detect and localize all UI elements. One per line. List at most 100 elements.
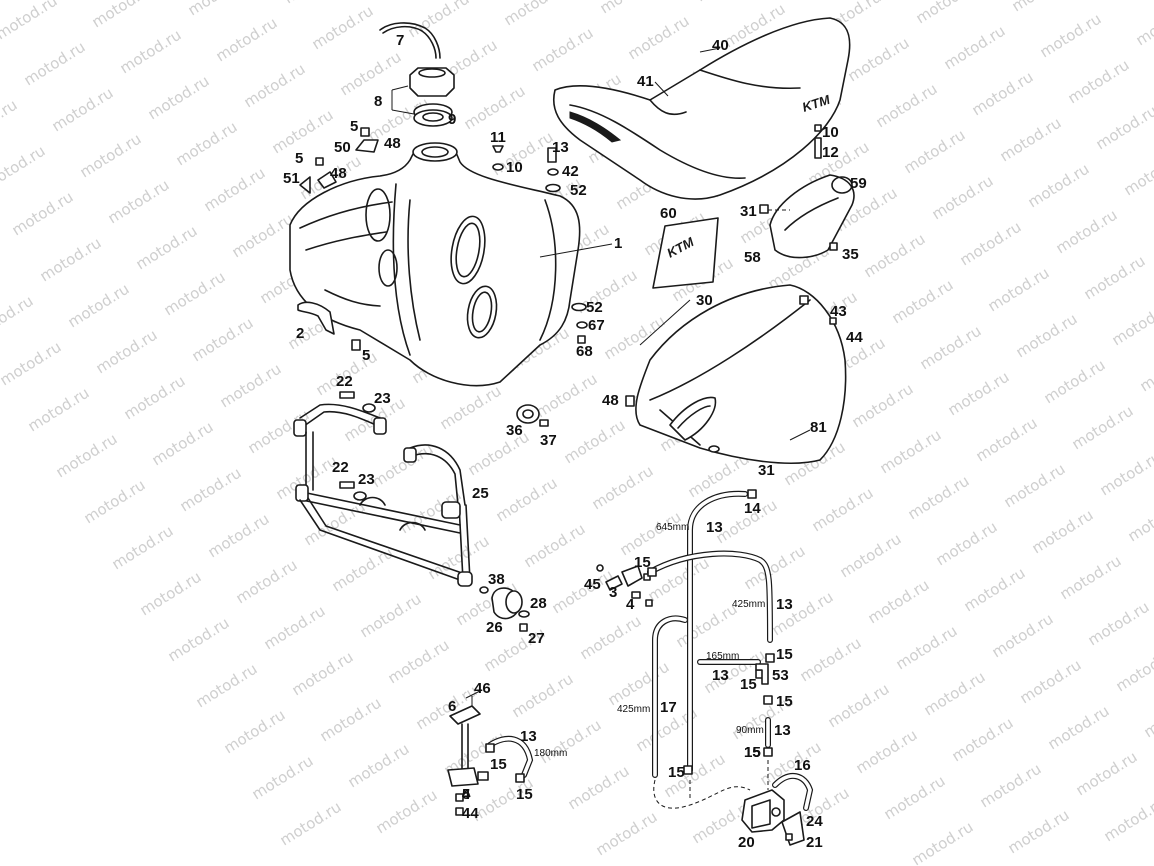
callout-label: 14 — [744, 500, 761, 517]
watermark-text: motod.ru — [917, 322, 985, 374]
watermark-text: motod.ru — [945, 368, 1013, 420]
rubber-mount-26 — [479, 586, 530, 632]
rubber-mount-36 — [516, 404, 549, 427]
petcock — [447, 705, 489, 816]
watermark-text: motod.ru — [809, 484, 877, 536]
watermark-text: motod.ru — [985, 264, 1053, 316]
watermark-text: motod.ru — [977, 760, 1045, 812]
watermark-text: motod.ru — [561, 416, 629, 468]
callout-label: 51 — [283, 170, 300, 187]
watermark-text: motod.ru — [373, 786, 441, 838]
watermark-text: motod.ru — [1137, 344, 1154, 396]
watermark-text: motod.ru — [1113, 644, 1154, 696]
callout-label: 5 — [462, 786, 470, 803]
watermark-text: motod.ru — [221, 706, 289, 758]
callout-label: 44 — [462, 805, 479, 822]
watermark-text: motod.ru — [493, 474, 561, 526]
callout-label: 30 — [696, 292, 713, 309]
watermark-text: motod.ru — [797, 634, 865, 686]
watermark-text: motod.ru — [105, 176, 173, 228]
watermark-text: motod.ru — [693, 0, 761, 5]
watermark-text: motod.ru — [133, 222, 201, 274]
watermark-text: motod.ru — [861, 230, 929, 282]
tool-box — [759, 174, 855, 259]
fuel-cap-assembly — [379, 22, 455, 127]
watermark-text: motod.ru — [909, 818, 977, 866]
watermark-text: motod.ru — [565, 762, 633, 814]
watermark-text: motod.ru — [969, 68, 1037, 120]
watermark-text: motod.ru — [65, 280, 133, 332]
watermark-text: motod.ru — [25, 384, 93, 436]
callout-labels: 1 2 3 4 4 4 5 5 5 5 6 7 8 9 10 10 11 12 … — [283, 32, 867, 851]
callout-label: 2 — [296, 325, 304, 342]
watermark-text: motod.ru — [873, 80, 941, 132]
callout-label: 12 — [822, 144, 839, 161]
callout-label: 25 — [472, 485, 489, 502]
watermark-text: motod.ru — [973, 414, 1041, 466]
watermark-text: motod.ru — [997, 114, 1065, 166]
watermark-text: motod.ru — [893, 622, 961, 674]
watermark-text: motod.ru — [905, 472, 973, 524]
watermark-text: motod.ru — [249, 752, 317, 804]
callout-label: 13 — [520, 728, 537, 745]
watermark-text: motod.ru — [93, 326, 161, 378]
watermark-text: motod.ru — [89, 0, 157, 31]
callout-label: 59 — [850, 175, 867, 192]
watermark-text: motod.ru — [173, 118, 241, 170]
callout-label: 16 — [794, 757, 811, 774]
callout-label: 23 — [358, 471, 375, 488]
watermark-text: motod.ru — [385, 636, 453, 688]
hose-connector — [755, 663, 769, 685]
watermark-text: motod.ru — [537, 716, 605, 768]
watermark-text: motod.ru — [1069, 402, 1137, 454]
watermark-text: motod.ru — [1057, 552, 1125, 604]
watermark-text: motod.ru — [1105, 0, 1154, 3]
callout-label: 5 — [295, 150, 303, 167]
callout-label: 24 — [806, 813, 823, 830]
decal: KTM — [652, 217, 719, 289]
watermark-text: motod.ru — [877, 426, 945, 478]
callout-label: 37 — [540, 432, 557, 449]
watermark-text: motod.ru — [529, 24, 597, 76]
callout-label: 15 — [516, 786, 533, 803]
callout-label: 15 — [744, 744, 761, 761]
callout-label: 15 — [744, 744, 761, 761]
watermark-text: motod.ru — [577, 612, 645, 664]
callout-label: 13 — [712, 667, 729, 684]
watermark-text: motod.ru — [0, 96, 20, 148]
callout-label: 58 — [744, 249, 761, 266]
watermark-text: motod.ru — [9, 188, 77, 240]
watermark-text: motod.ru — [213, 14, 281, 66]
watermark-text: motod.ru — [241, 60, 309, 112]
watermark-text: motod.ru — [549, 566, 617, 618]
callout-label: 23 — [374, 390, 391, 407]
watermark-text: motod.ru — [741, 542, 809, 594]
watermark-text: motod.ru — [405, 0, 473, 41]
watermark-text: motod.ru — [957, 218, 1025, 270]
callout-label: 22 — [332, 459, 349, 476]
watermark-text: motod.ru — [913, 0, 981, 27]
callout-label: 68 — [576, 343, 593, 360]
subframe — [293, 403, 473, 587]
frame-bolts — [339, 391, 376, 501]
callout-label: 48 — [330, 165, 347, 182]
callout-label: 52 — [586, 299, 603, 316]
watermark-text: motod.ru — [1037, 10, 1105, 62]
watermark-text: motod.ru — [1013, 310, 1081, 362]
callout-label: 15 — [776, 693, 793, 710]
tank-mount-brackets — [297, 127, 379, 351]
watermark-text: motod.ru — [109, 522, 177, 574]
watermark-text: motod.ru — [217, 360, 285, 412]
tank-fasteners — [492, 145, 588, 344]
watermark-text: motod.ru — [357, 590, 425, 642]
watermark-text: motod.ru — [281, 0, 349, 7]
watermark-text: motod.ru — [509, 670, 577, 722]
dimension-label: 165mm — [706, 651, 739, 662]
watermark-text: motod.ru — [0, 0, 60, 43]
callout-label: 5 — [350, 118, 358, 135]
callout-label: 60 — [660, 205, 677, 222]
callout-label: 15 — [634, 554, 651, 571]
watermark-text: motod.ru — [145, 72, 213, 124]
callout-label: 9 — [448, 111, 456, 128]
watermark-text: motod.ru — [1141, 690, 1154, 742]
